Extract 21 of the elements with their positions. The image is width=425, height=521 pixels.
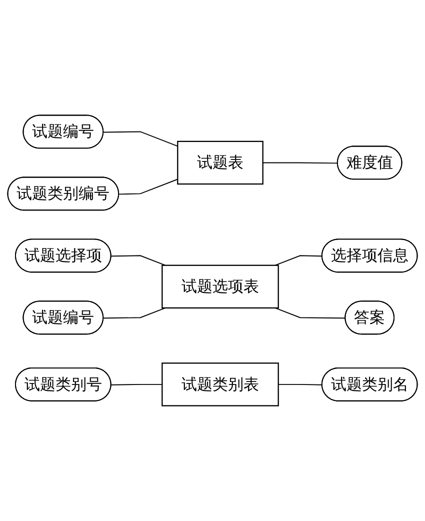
connector-line <box>110 384 163 386</box>
entity-box: 试题表 <box>177 140 264 185</box>
attribute-oval: 答案 <box>344 300 394 335</box>
connector-line <box>103 131 178 147</box>
attribute-oval: 难度值 <box>336 146 402 180</box>
entity-box: 试题类别表 <box>162 362 279 406</box>
attribute-oval: 试题编号 <box>22 300 104 335</box>
connector-line <box>118 178 178 195</box>
connector-line <box>274 307 346 319</box>
connector-line <box>262 162 338 164</box>
connector-line <box>274 255 323 266</box>
connector-line <box>278 384 323 386</box>
connector-line <box>103 307 166 319</box>
entity-box: 试题选项表 <box>162 264 279 309</box>
attribute-oval: 试题类别编号 <box>7 176 120 211</box>
attribute-oval: 试题选择项 <box>15 238 112 273</box>
attribute-oval: 选择项信息 <box>321 238 418 273</box>
attribute-oval: 试题类别名 <box>321 367 418 402</box>
attribute-oval: 试题编号 <box>22 114 104 149</box>
connector-line <box>110 255 166 266</box>
attribute-oval: 试题类别号 <box>15 367 112 402</box>
